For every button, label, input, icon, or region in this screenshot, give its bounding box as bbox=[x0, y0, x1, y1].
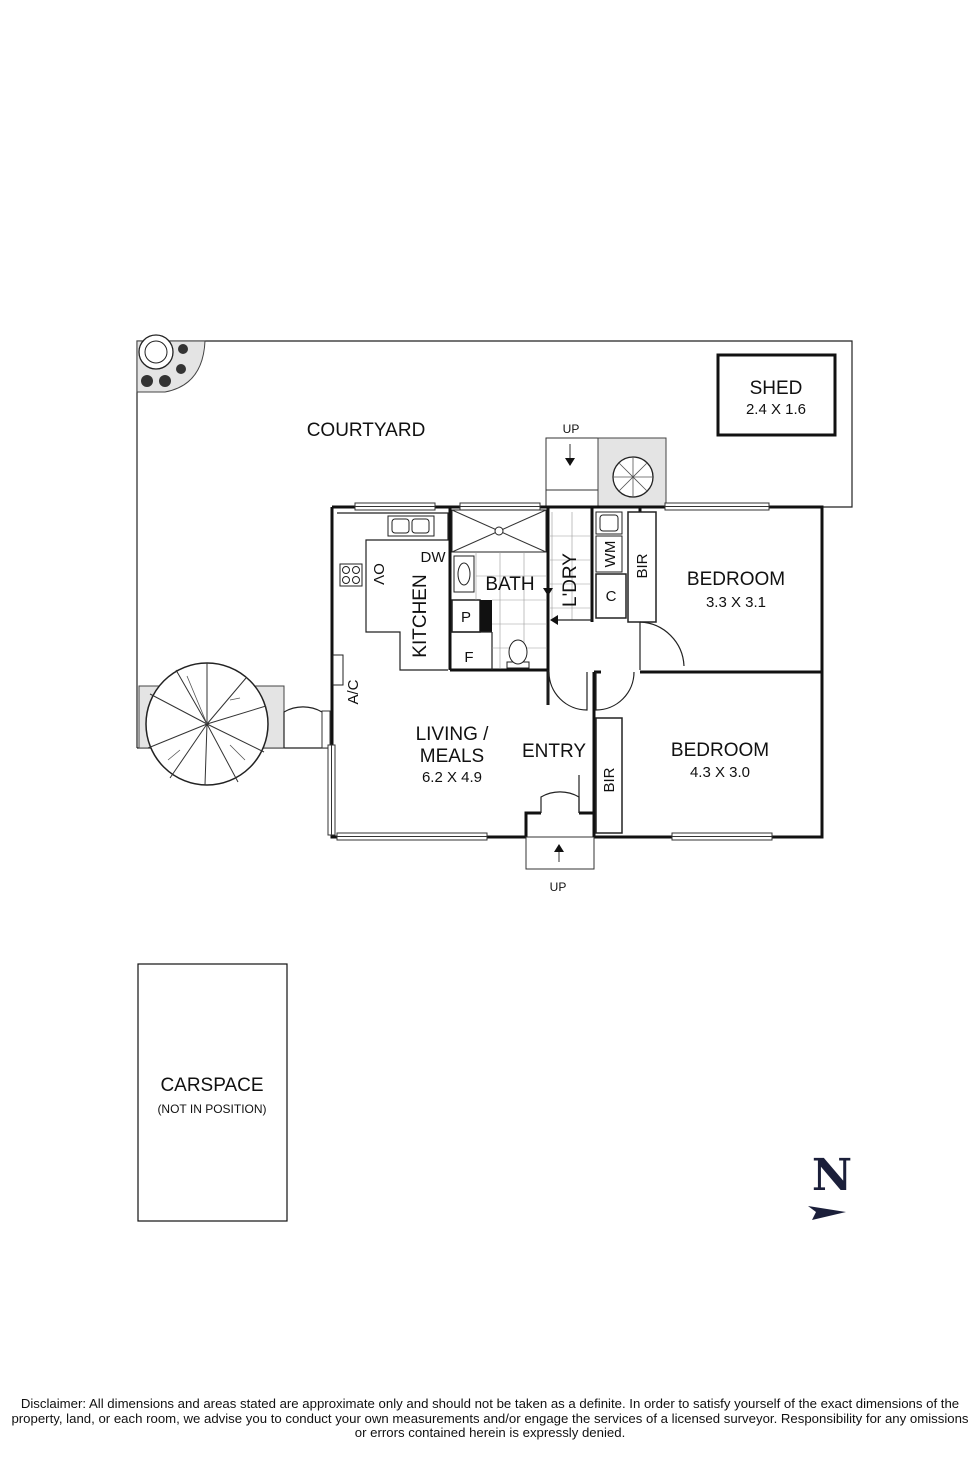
front-steps bbox=[525, 836, 595, 870]
rear-steps bbox=[545, 437, 599, 507]
bedroom1-label: BEDROOM bbox=[687, 569, 785, 590]
shed-outline bbox=[716, 353, 837, 437]
carspace-label: CARSPACE bbox=[160, 1075, 263, 1096]
pantry bbox=[451, 599, 481, 633]
bir-bedroom1 bbox=[627, 511, 657, 623]
large-tree-icon bbox=[145, 662, 269, 786]
living-label-2: MEALS bbox=[420, 746, 484, 767]
oven-label: OV bbox=[370, 563, 387, 585]
toilet-icon bbox=[506, 639, 530, 669]
disclaimer: Disclaimer: All dimensions and areas sta… bbox=[11, 1396, 969, 1440]
shrub-icon bbox=[136, 334, 206, 393]
rear-steps-label: UP bbox=[563, 422, 580, 436]
carspace-note: (NOT IN POSITION) bbox=[157, 1102, 266, 1116]
shed-label: SHED bbox=[750, 378, 803, 399]
laundry-cupboard bbox=[595, 573, 627, 619]
north-arrow-icon bbox=[808, 1206, 846, 1220]
tree-icon bbox=[612, 456, 654, 498]
kitchen-counter bbox=[337, 512, 449, 671]
bath-label: BATH bbox=[485, 574, 534, 595]
aircon-label: A/C bbox=[345, 679, 362, 704]
north-label: N bbox=[812, 1150, 852, 1201]
vanity-icon bbox=[453, 555, 475, 593]
pantry-label: P bbox=[461, 609, 471, 626]
carspace-outline bbox=[137, 963, 288, 1222]
bir1-label: BIR bbox=[634, 553, 651, 578]
laundry-label: L'DRY bbox=[560, 553, 581, 607]
fridge-label: F bbox=[464, 649, 473, 666]
aircon-unit bbox=[332, 654, 344, 686]
laundry-trough bbox=[595, 511, 623, 535]
bir-bedroom2 bbox=[595, 717, 623, 834]
shed-dims: 2.4 X 1.6 bbox=[746, 401, 806, 418]
entry-label: ENTRY bbox=[522, 741, 586, 762]
living-dims: 6.2 X 4.9 bbox=[422, 769, 482, 786]
cooktop-icon bbox=[339, 563, 363, 587]
front-steps-label: UP bbox=[550, 880, 567, 894]
living-label: LIVING / bbox=[416, 724, 490, 745]
washing-machine bbox=[595, 535, 623, 573]
kitchen-label: KITCHEN bbox=[410, 574, 431, 657]
cupboard-label: C bbox=[606, 588, 617, 605]
courtyard-boundary bbox=[136, 340, 853, 748]
bedroom2-dims: 4.3 X 3.0 bbox=[690, 764, 750, 781]
dishwasher-label: DW bbox=[421, 549, 447, 566]
bedroom2-label: BEDROOM bbox=[671, 740, 769, 761]
bedroom1-dims: 3.3 X 3.1 bbox=[706, 594, 766, 611]
washing-machine-label: WM bbox=[602, 541, 619, 568]
sink-icon bbox=[387, 515, 435, 537]
bir2-label: BIR bbox=[601, 767, 618, 792]
courtyard-label: COURTYARD bbox=[307, 420, 426, 441]
